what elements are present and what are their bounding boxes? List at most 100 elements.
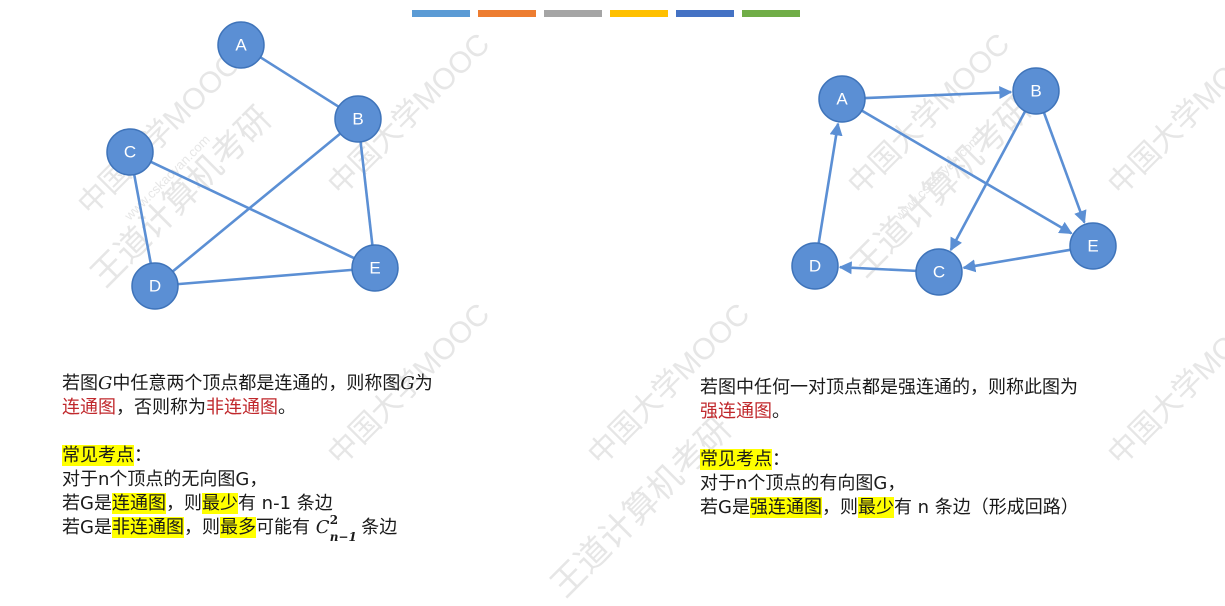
text-fragment: 中任意两个顶点都是连通的，则称图 <box>112 373 401 394</box>
vertex-C: C <box>106 128 154 176</box>
vertex-D: D <box>791 242 839 290</box>
edge-B-E <box>359 141 374 246</box>
vertex-circle <box>818 75 866 123</box>
highlighted-text: 最多 <box>219 517 256 538</box>
edge-B-C <box>949 110 1027 252</box>
vertex-circle <box>1069 222 1117 270</box>
vertex-circle <box>334 95 382 143</box>
highlighted-text: 最少 <box>857 497 894 518</box>
edge-D-E <box>177 268 353 286</box>
text-fragment: ： <box>772 449 790 470</box>
undirected-graph-edges <box>132 56 374 286</box>
connected-graph-definition: 若图G中任意两个顶点都是连通的，则称图G为 <box>62 372 433 396</box>
vertex-circle <box>106 128 154 176</box>
vertex-label: C <box>124 143 136 162</box>
text-fragment: 条边 <box>361 517 398 538</box>
vertex-label: D <box>809 257 821 276</box>
slide-color-bar <box>412 10 800 17</box>
directed-graph-nodes: A B C D E <box>791 67 1117 296</box>
math-symbol: G <box>98 373 113 394</box>
edge-C-D <box>132 174 153 264</box>
vertex-circle <box>217 21 265 69</box>
edge-C-E <box>150 160 355 260</box>
term-connected-graph: 连通图 <box>62 397 116 418</box>
vertex-D: D <box>131 262 179 310</box>
exam-point-line: 对于n个顶点的有向图G， <box>700 473 906 494</box>
text-fragment: 有 n-1 条边 <box>237 493 333 514</box>
directed-definition-block: 若图中任何一对顶点都是强连通的，则称此图为 强连通图。 常见考点： 对于n个顶点… <box>700 376 1079 520</box>
text-fragment: 。 <box>278 397 296 418</box>
vertex-label: C <box>933 263 945 282</box>
highlighted-text: 常见考点 <box>700 449 772 470</box>
vertex-label: B <box>352 110 363 129</box>
highlighted-text: 非连通图 <box>111 517 184 538</box>
edge-D-A <box>817 122 843 244</box>
vertex-circle <box>915 248 963 296</box>
text-fragment: 为 <box>414 373 433 394</box>
color-bar-segment <box>544 10 602 17</box>
vertex-E: E <box>1069 222 1117 270</box>
vertex-A: A <box>217 21 265 69</box>
edge-B-E <box>1042 112 1087 224</box>
text-fragment: ，则 <box>821 497 858 518</box>
highlighted-text: 连通图 <box>111 493 166 514</box>
exam-points-title: 常见考点： <box>700 448 1079 472</box>
exam-points-title: 常见考点： <box>62 444 433 468</box>
math-superscript: 2 <box>329 513 339 527</box>
color-bar-segment <box>478 10 536 17</box>
vertex-label: E <box>369 259 380 278</box>
math-subscript: n−1 <box>329 530 357 544</box>
edge-E-C <box>962 248 1071 273</box>
strongly-connected-definition-line2: 强连通图。 <box>700 400 1079 424</box>
vertex-B: B <box>1012 67 1060 115</box>
vertex-label: A <box>235 36 247 55</box>
directed-graph-edges <box>817 86 1087 275</box>
math-symbol: C <box>315 517 330 538</box>
math-symbol: G <box>400 373 415 394</box>
text-fragment: ： <box>134 445 152 466</box>
text-fragment: 若G是 <box>700 497 750 518</box>
vertex-circle <box>351 244 399 292</box>
term-disconnected-graph: 非连通图 <box>206 397 278 418</box>
term-strongly-connected-graph: 强连通图 <box>700 401 772 422</box>
edge-A-E <box>861 109 1073 235</box>
edge-B-D <box>171 132 342 273</box>
color-bar-segment <box>742 10 800 17</box>
text-fragment: ，否则称为 <box>116 397 206 418</box>
highlighted-text: 强连通图 <box>749 497 822 518</box>
undirected-graph-nodes: A B C D E <box>106 21 399 310</box>
strongly-connected-definition: 若图中任何一对顶点都是强连通的，则称此图为 <box>700 377 1078 398</box>
vertex-circle <box>791 242 839 290</box>
vertex-C: C <box>915 248 963 296</box>
vertex-label: B <box>1030 82 1041 101</box>
text-fragment: ，则 <box>165 493 202 514</box>
vertex-circle <box>1012 67 1060 115</box>
text-fragment: ，则 <box>183 517 220 538</box>
vertex-A: A <box>818 75 866 123</box>
connected-graph-definition-line2: 连通图，否则称为非连通图。 <box>62 396 433 420</box>
vertex-circle <box>131 262 179 310</box>
text-fragment: 若图 <box>62 373 98 394</box>
text-fragment: 可能有 <box>255 517 310 538</box>
undirected-definition-block: 若图G中任意两个顶点都是连通的，则称图G为 连通图，否则称为非连通图。 常见考点… <box>62 372 433 544</box>
highlighted-text: 常见考点 <box>62 445 134 466</box>
edge-A-B <box>864 86 1013 100</box>
graphs-canvas: A B C D E A B C D E <box>106 21 1117 310</box>
vertex-label: E <box>1087 237 1098 256</box>
color-bar-segment <box>676 10 734 17</box>
text-fragment: 若G是 <box>62 493 112 514</box>
exam-point-line: 若G是强连通图，则最少有 n 条边（形成回路） <box>700 496 1079 520</box>
text-fragment: 有 n 条边（形成回路） <box>893 497 1079 518</box>
highlighted-text: 最少 <box>201 493 238 514</box>
text-fragment: 若G是 <box>62 517 112 538</box>
vertex-B: B <box>334 95 382 143</box>
vertex-E: E <box>351 244 399 292</box>
color-bar-segment <box>610 10 668 17</box>
exam-point-line: 若G是连通图，则最少有 n-1 条边 <box>62 492 433 516</box>
text-fragment: 。 <box>772 401 790 422</box>
vertex-label: D <box>149 277 161 296</box>
edge-C-D <box>838 261 917 275</box>
exam-point-line: 对于n个顶点的无向图G， <box>62 469 268 490</box>
